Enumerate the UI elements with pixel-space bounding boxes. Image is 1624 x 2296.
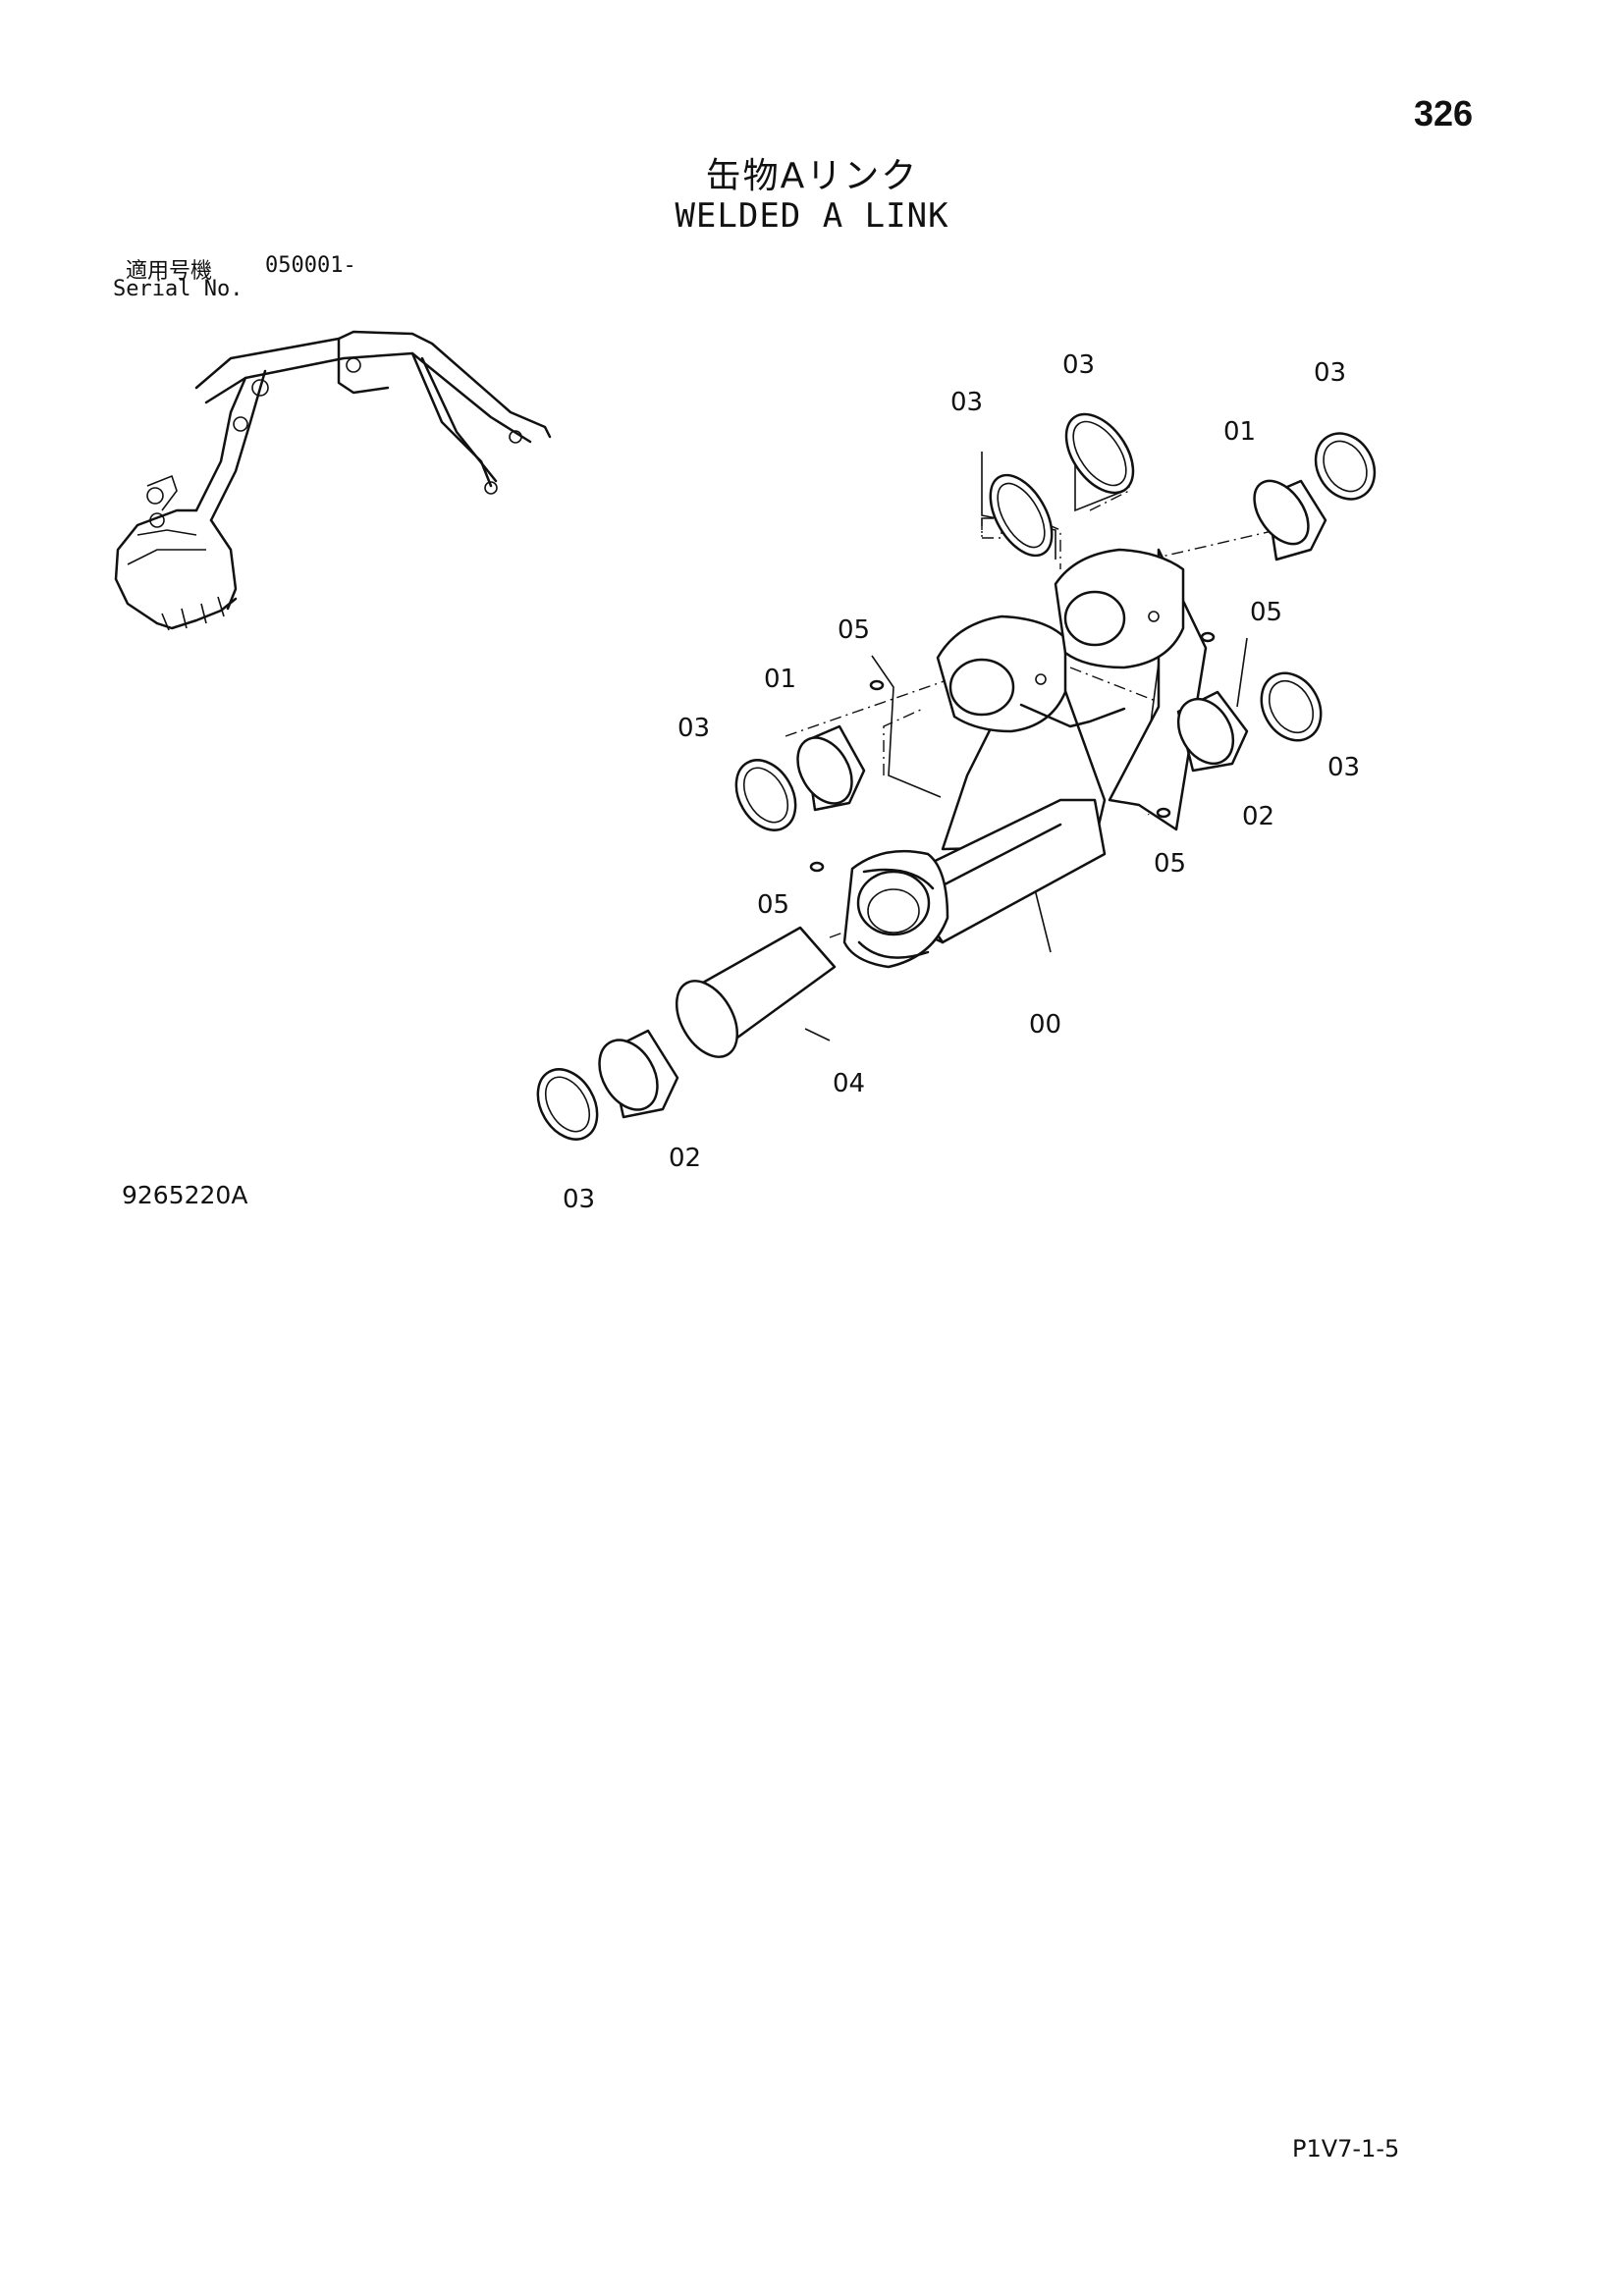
- callout-01: 01: [764, 665, 796, 694]
- bushing-bottom-left: [598, 1029, 679, 1119]
- title-english: WELDED A LINK: [675, 196, 949, 236]
- callout-05: 05: [838, 615, 870, 645]
- callout-03: 03: [677, 714, 710, 743]
- seal-ring-bottom-left: [536, 1068, 599, 1141]
- callout-02: 02: [1242, 802, 1274, 831]
- bushing-left: [796, 724, 866, 812]
- bushing-upper-right: [1253, 479, 1327, 561]
- drawing-number: 9265220A: [122, 1181, 248, 1209]
- callout-05: 05: [1250, 598, 1282, 627]
- callout-03: 03: [950, 388, 983, 417]
- serial-label-english: Serial No.: [113, 277, 244, 301]
- serial-label-japanese: 適用号機: [126, 259, 213, 284]
- bushing-right: [1176, 690, 1249, 773]
- seal-ring-top-center: [1064, 412, 1135, 495]
- title-japanese: 缶物Aリンク: [705, 156, 919, 196]
- callout-03: 03: [1314, 358, 1346, 388]
- page-number: 326: [1414, 93, 1474, 133]
- welded-a-link-body: [842, 548, 1208, 969]
- callout-02: 02: [669, 1144, 701, 1173]
- seal-ring-left: [734, 759, 797, 831]
- seal-ring-right: [1260, 671, 1323, 742]
- callout-03: 03: [563, 1185, 595, 1214]
- callout-05: 05: [1154, 849, 1186, 879]
- callout-labels: 03 03 03 01 05 05 01 03 03 02 05 05 00 0…: [563, 350, 1360, 1214]
- excavator-keymap: [114, 330, 552, 631]
- pin: [675, 926, 837, 1058]
- callout-03: 03: [1327, 753, 1360, 782]
- callout-05: 05: [757, 890, 789, 920]
- footer-code: P1V7-1-5: [1292, 2135, 1400, 2163]
- callout-01: 01: [1223, 417, 1256, 447]
- grease-fittings: [809, 631, 1216, 873]
- seal-ring-top-left: [989, 473, 1054, 558]
- seal-ring-top-right: [1314, 432, 1377, 501]
- callout-03: 03: [1062, 350, 1095, 380]
- callout-04: 04: [833, 1069, 865, 1098]
- callout-00: 00: [1029, 1010, 1061, 1040]
- serial-range: 050001-: [265, 253, 356, 278]
